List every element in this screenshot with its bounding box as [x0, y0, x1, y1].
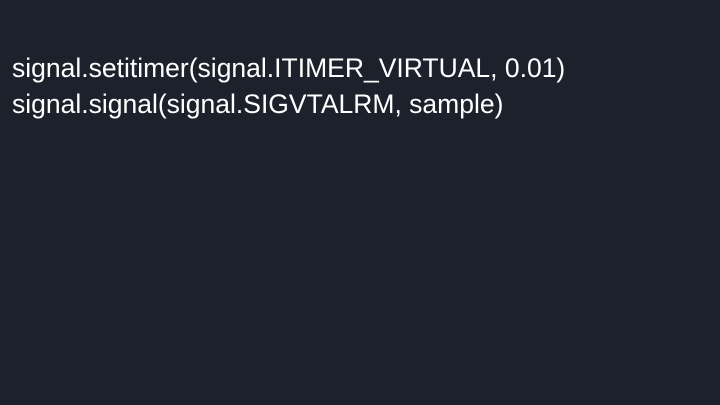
code-line-setitimer: signal.setitimer(signal.ITIMER_VIRTUAL, …: [12, 53, 566, 83]
code-line-signal-handler: signal.signal(signal.SIGVTALRM, sample): [12, 89, 504, 119]
code-snippet: signal.setitimer(signal.ITIMER_VIRTUAL, …: [12, 50, 565, 122]
